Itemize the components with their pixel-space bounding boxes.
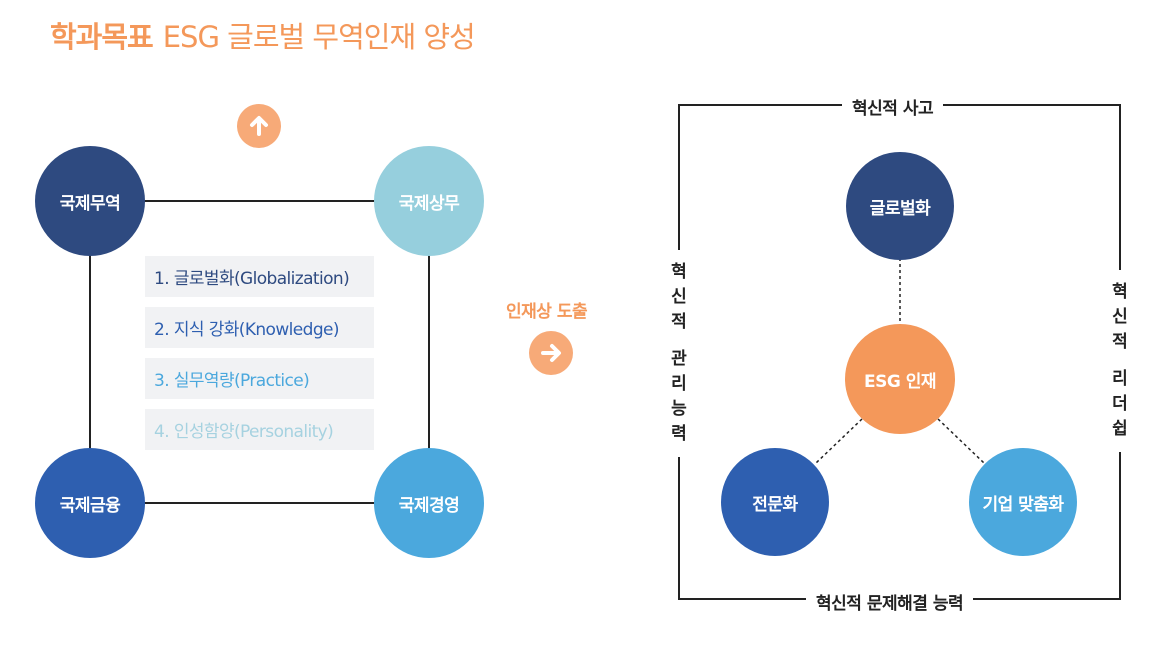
- node-specialization: 전문화: [721, 448, 829, 556]
- arrow-right-icon: [529, 331, 573, 375]
- goal-item-2: 2. 지식 강화(Knowledge): [145, 307, 374, 348]
- node-globalization: 글로벌화: [846, 152, 954, 260]
- goal-item-1: 1. 글로벌화(Globalization): [145, 256, 374, 297]
- node-international-trade: 국제무역: [35, 146, 145, 256]
- goal-item-3: 3. 실무역량(Practice): [145, 358, 374, 399]
- node-corporate-customization: 기업 맞춤화: [969, 448, 1077, 556]
- node-international-finance: 국제금융: [35, 448, 145, 558]
- dash-right: [937, 418, 985, 464]
- derive-label: 인재상 도출: [506, 302, 588, 322]
- label-innovative-leadership: 혁 신 적 리 더 쉽: [1107, 270, 1133, 452]
- page-title-bold: 학과목표: [50, 20, 154, 54]
- node-international-commerce: 국제상무: [374, 146, 484, 256]
- page-title-light: ESG 글로벌 무역인재 양성: [162, 20, 476, 54]
- label-innovative-management: 혁 신 적 관 리 능 력: [666, 250, 692, 457]
- node-esg-talent: ESG 인재: [845, 324, 955, 434]
- goal-item-4: 4. 인성함양(Personality): [145, 409, 374, 450]
- arrow-up-icon: [237, 104, 281, 148]
- dash-left: [815, 418, 863, 464]
- node-international-management: 국제경영: [374, 448, 484, 558]
- label-innovative-thinking: 혁신적 사고: [842, 94, 944, 119]
- label-innovative-problem-solving: 혁신적 문제해결 능력: [806, 589, 974, 614]
